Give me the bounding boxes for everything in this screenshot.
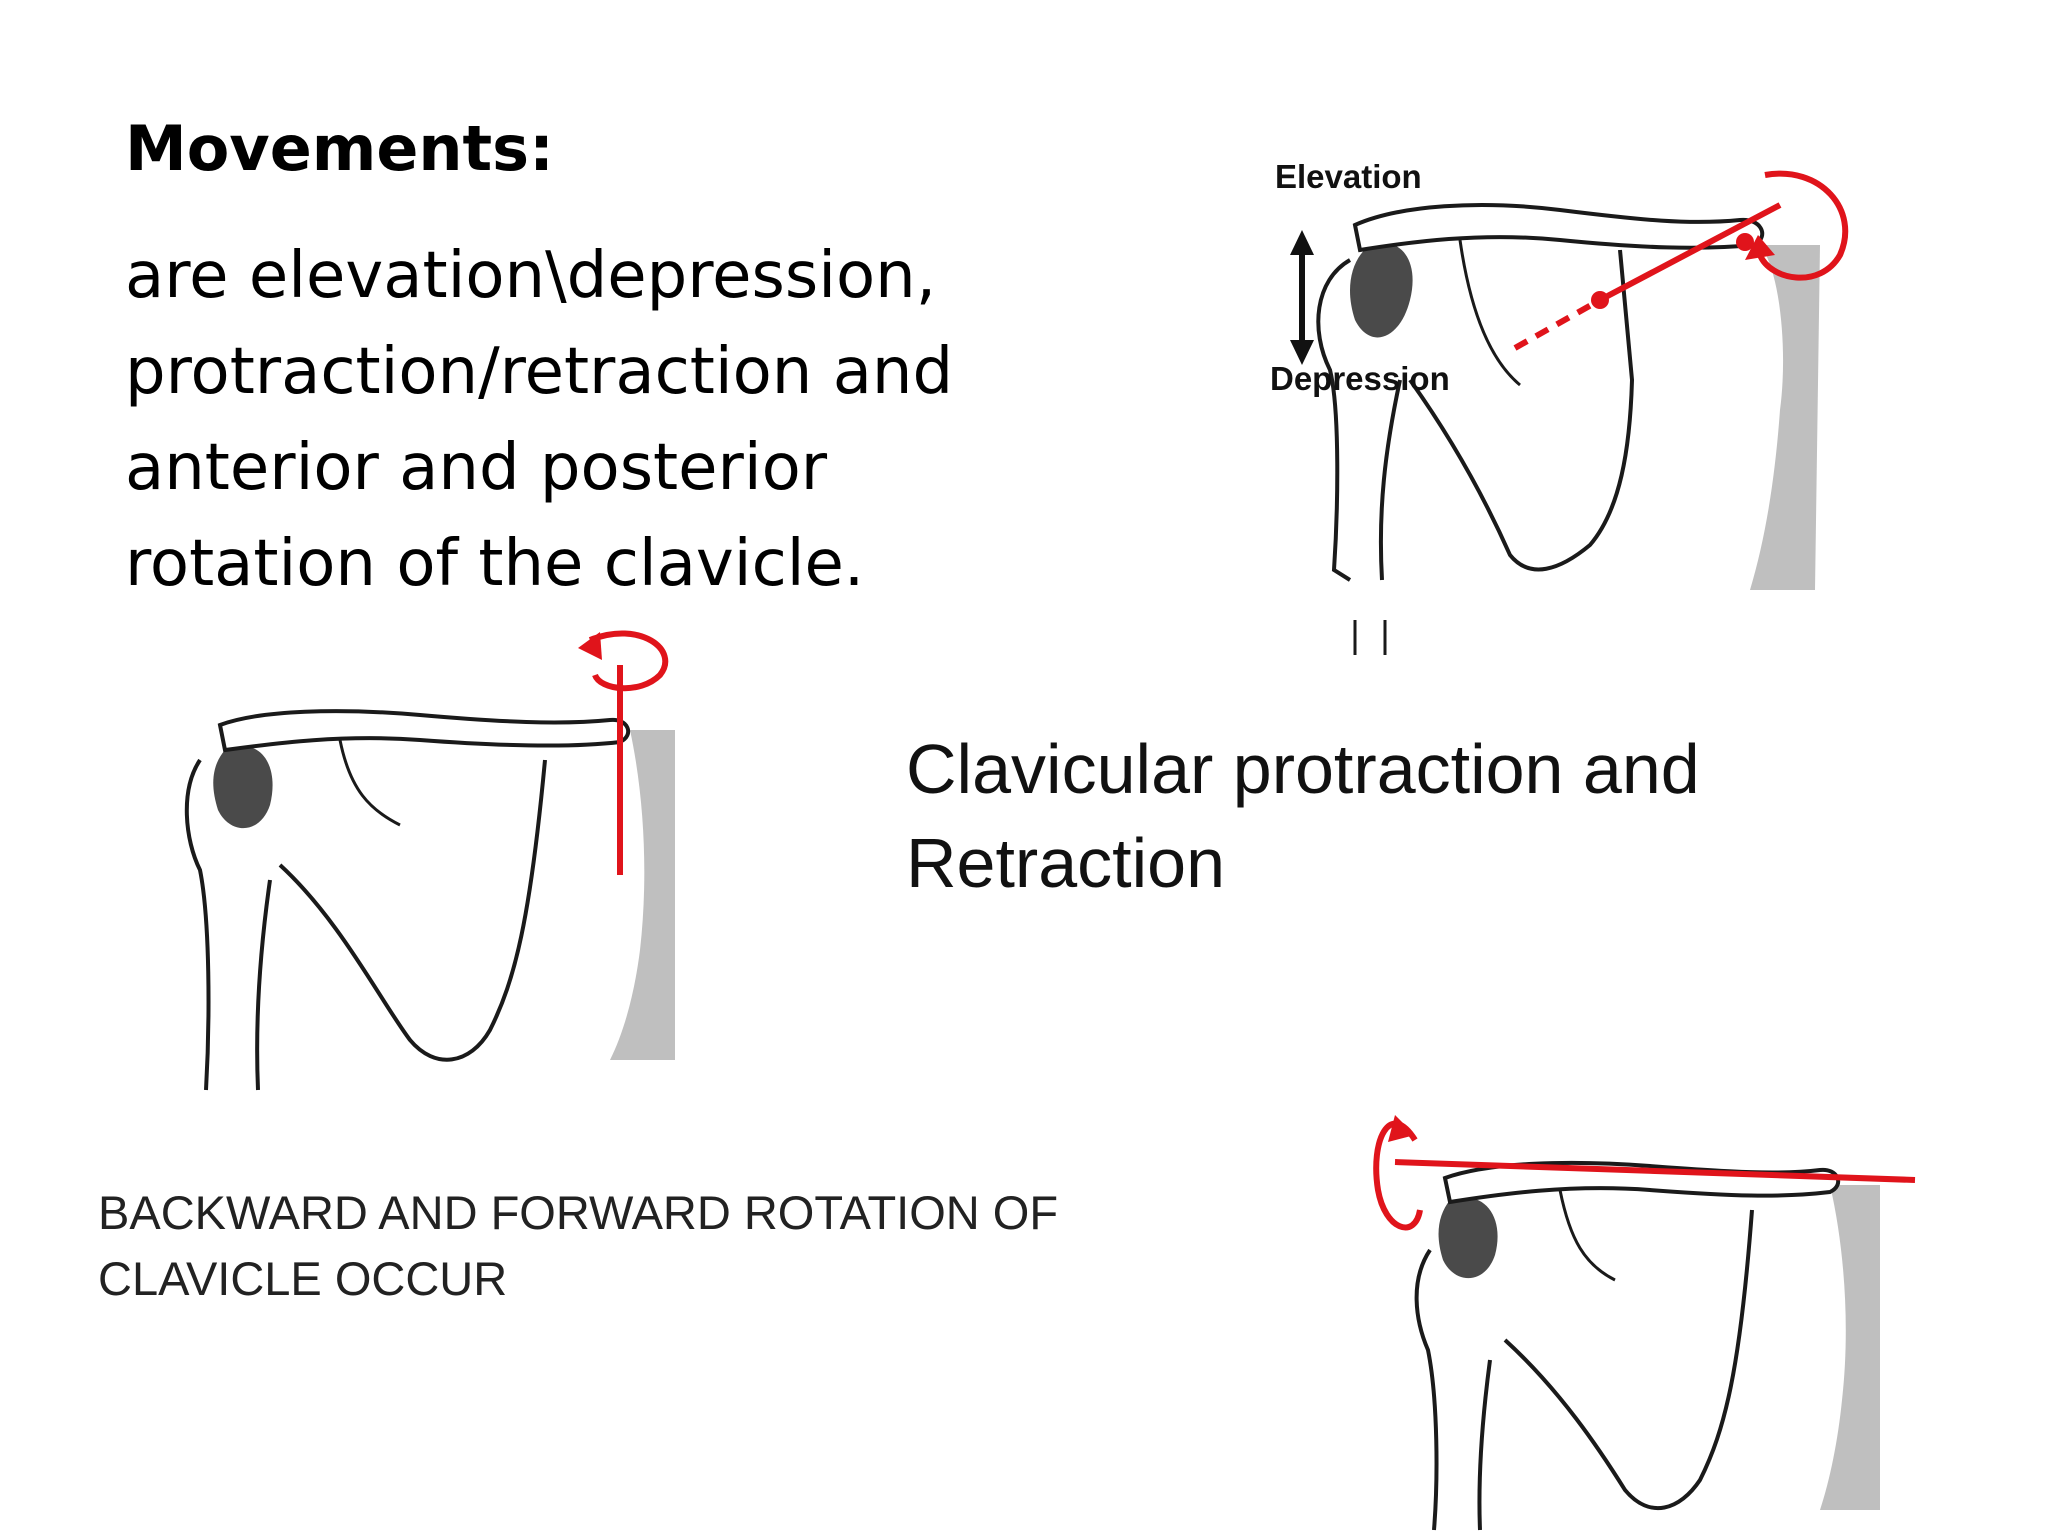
caption-rotation: BACKWARD AND FORWARD ROTATION OF CLAVICL… (98, 1180, 1058, 1312)
caption-protraction: Clavicular protraction and Retraction (906, 722, 1700, 910)
shoulder-diagram-elevation: Elevation Depression (1270, 158, 1849, 655)
humerus-shaft (255, 879, 272, 1091)
red-horizontal-axis (1373, 1115, 1916, 1231)
clavicle (217, 709, 631, 753)
shoulder-diagram-protraction (184, 630, 675, 1091)
scapula-spine (338, 739, 401, 827)
body-line-2: protraction/retraction and (125, 335, 954, 409)
shoulder-diagram-rotation (1373, 1115, 1916, 1531)
red-vertical-axis (578, 630, 669, 875)
clavicle (1352, 203, 1765, 253)
humerus-outline (1316, 258, 1352, 582)
scapula-outline (1503, 1209, 1754, 1510)
scapula-outline (1408, 249, 1635, 572)
slide-body: are elevation\depression, protraction/re… (125, 228, 1055, 612)
elevation-label: Elevation (1275, 158, 1422, 195)
humerus-outline (1414, 1248, 1439, 1531)
curved-rotation-arrow-icon (588, 630, 669, 692)
figure-protraction-retraction (170, 620, 690, 1110)
slide-title: Movements: (125, 112, 554, 185)
humeral-head (1438, 1197, 1498, 1279)
body-line-4: rotation of the clavicle. (125, 527, 865, 601)
caption-protraction-line-1: Clavicular protraction and (906, 730, 1700, 808)
spine-shading (1750, 245, 1820, 590)
humerus-shaft (1378, 379, 1402, 581)
humerus-shaft (1477, 1359, 1492, 1531)
scapula-spine (1458, 239, 1521, 387)
red-axis-annotation (1513, 170, 1849, 351)
caption-protraction-line-2: Retraction (906, 824, 1226, 902)
humerus-outline (184, 758, 211, 1091)
body-line-1: are elevation\depression, (125, 239, 937, 313)
caption-rotation-line-2: CLAVICLE OCCUR (98, 1252, 508, 1305)
figure-elevation-depression: Elevation Depression (1260, 150, 1880, 670)
figure-rotation (1360, 1080, 1940, 1540)
curved-rotation-arrow-icon (1757, 170, 1849, 281)
spine-shading (610, 730, 675, 1060)
humeral-head (213, 746, 273, 829)
depression-label: Depression (1270, 360, 1450, 397)
body-line-3: anterior and posterior (125, 431, 828, 505)
spine-shading (1820, 1185, 1880, 1510)
scapula-spine (1558, 1189, 1616, 1282)
double-arrow-vertical-icon (1290, 230, 1314, 365)
humeral-head (1350, 242, 1413, 338)
caption-rotation-line-1: BACKWARD AND FORWARD ROTATION OF (98, 1186, 1059, 1239)
scapula-outline (278, 759, 547, 1062)
